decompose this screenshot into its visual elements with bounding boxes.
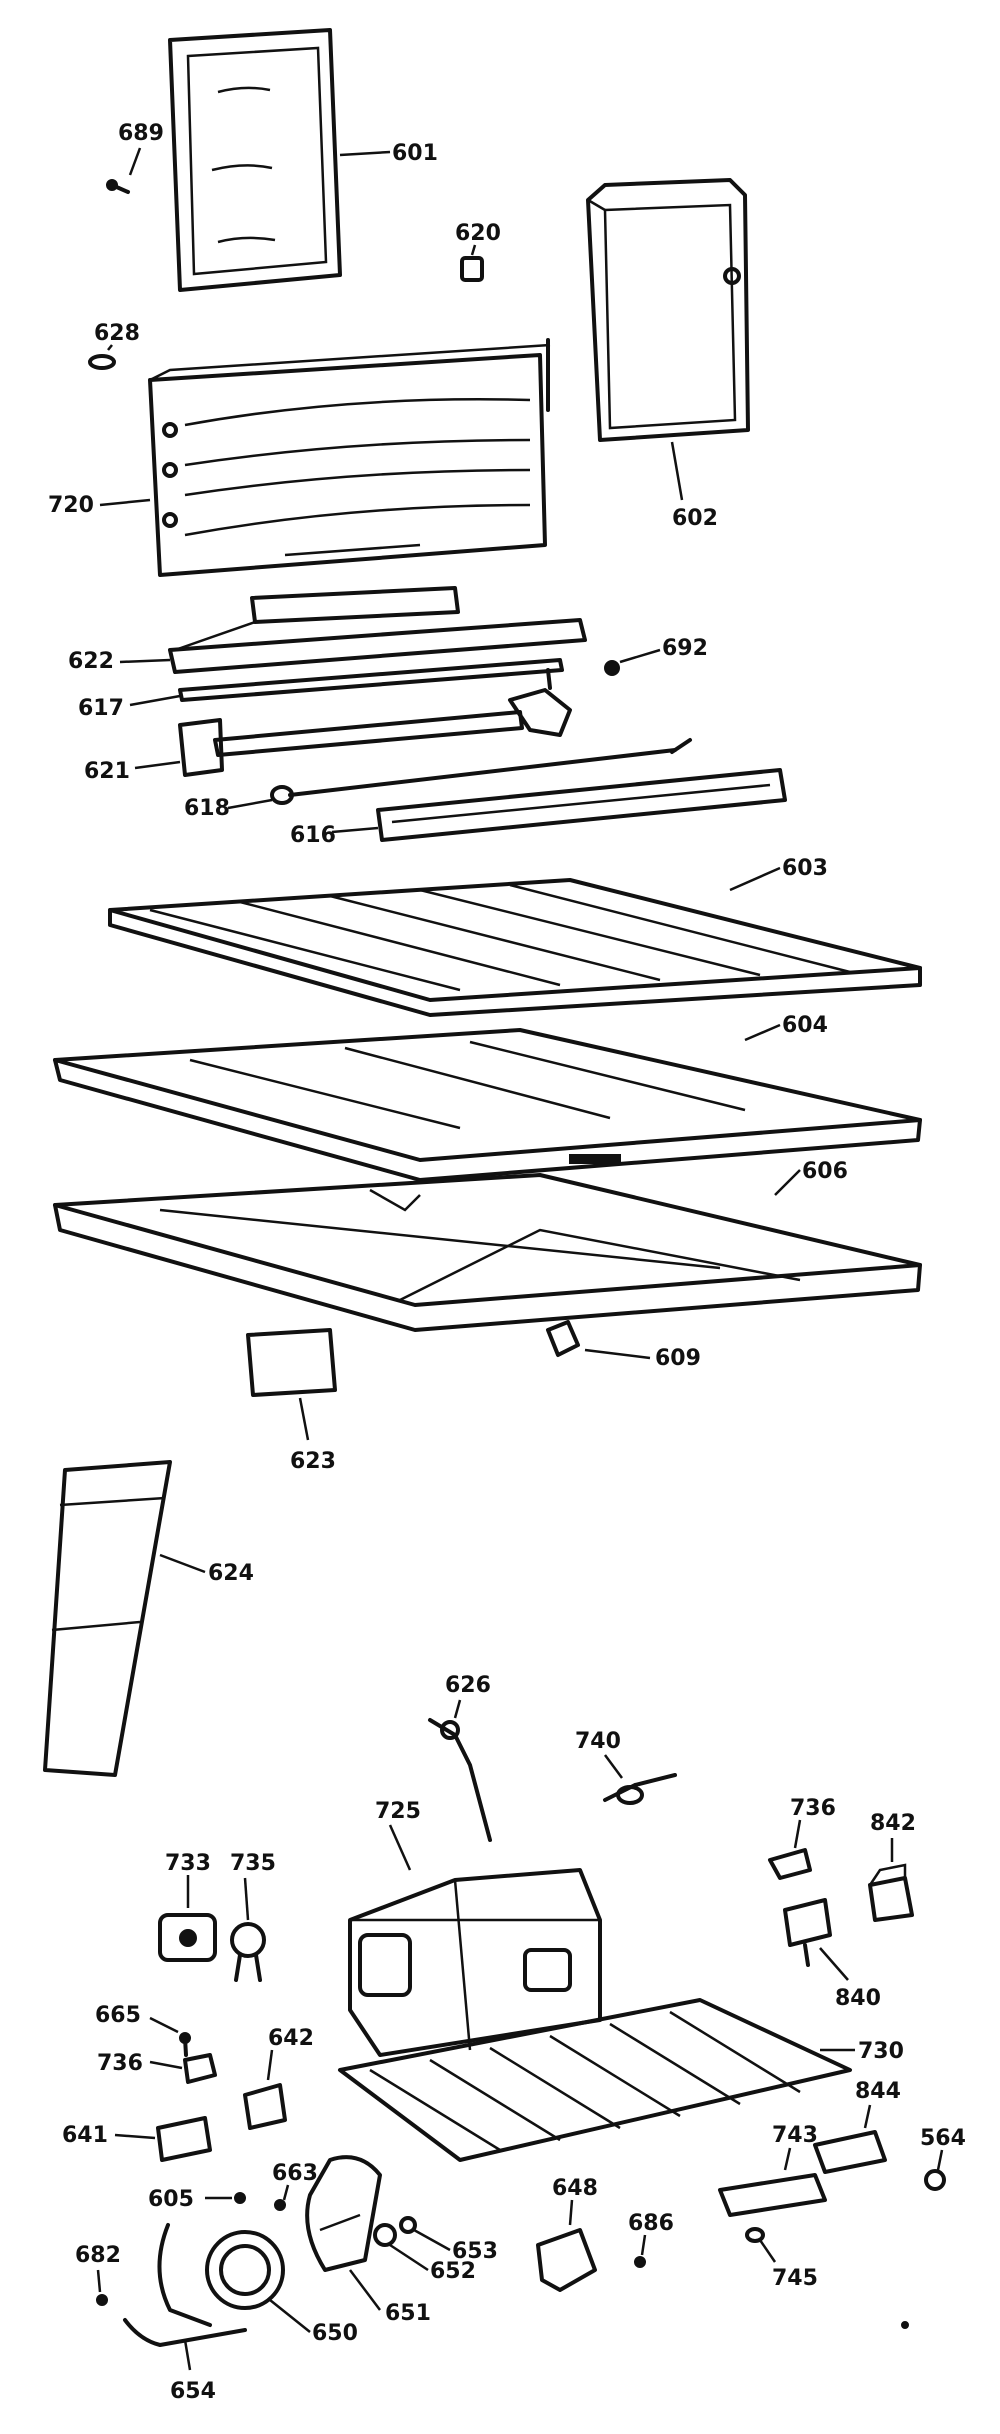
part-622-plate <box>119 586 587 674</box>
label-624: 624 <box>208 1561 254 1586</box>
label-743: 743 <box>772 2123 818 2148</box>
label-616: 616 <box>290 823 336 848</box>
part-602-box <box>586 178 750 501</box>
label-663: 663 <box>272 2161 318 2186</box>
label-653: 653 <box>452 2239 498 2264</box>
label-745: 745 <box>772 2266 818 2291</box>
label-736-left: 736 <box>97 2051 143 2076</box>
part-653-nut <box>399 2216 451 2252</box>
label-601: 601 <box>392 141 438 166</box>
label-842: 842 <box>870 1811 916 1836</box>
part-730-condenser <box>338 1998 855 2162</box>
label-654: 654 <box>170 2379 216 2404</box>
part-652-ring <box>373 2223 429 2272</box>
label-602: 602 <box>672 506 718 531</box>
label-740: 740 <box>575 1729 621 1754</box>
label-735: 735 <box>230 1851 276 1876</box>
label-733: 733 <box>165 1851 211 1876</box>
part-736-bracket-left <box>149 2053 217 2084</box>
label-689: 689 <box>118 121 164 146</box>
label-617: 617 <box>78 696 124 721</box>
label-620: 620 <box>455 221 501 246</box>
label-665: 665 <box>95 2003 141 2028</box>
part-740-harness <box>603 1754 677 1805</box>
part-650-fan-motor <box>205 2230 311 2333</box>
label-682: 682 <box>75 2243 121 2268</box>
part-626-thermostat <box>428 1699 492 1842</box>
label-606: 606 <box>802 1159 848 1184</box>
label-641: 641 <box>62 2123 108 2148</box>
label-648: 648 <box>552 2176 598 2201</box>
label-564: 564 <box>920 2126 966 2151</box>
label-725: 725 <box>375 1799 421 1824</box>
part-663-clip <box>274 2184 290 2211</box>
part-844-bracket <box>813 2104 887 2174</box>
part-564-fastener <box>924 2149 946 2191</box>
part-725-compressor <box>348 1824 602 2057</box>
part-609-fitting <box>546 1320 651 1360</box>
part-651-fan-blade <box>305 2155 382 2311</box>
part-624-panel <box>43 1460 206 1777</box>
label-622: 622 <box>68 649 114 674</box>
label-626: 626 <box>445 1673 491 1698</box>
label-652: 652 <box>430 2259 476 2284</box>
label-628: 628 <box>94 321 140 346</box>
label-621: 621 <box>84 759 130 784</box>
part-745-washer <box>745 2227 777 2263</box>
part-686-screw <box>634 2234 647 2268</box>
label-651: 651 <box>385 2301 431 2326</box>
part-840-clip <box>783 1898 849 1981</box>
part-743-plate <box>718 2147 827 2217</box>
label-736-right: 736 <box>790 1796 836 1821</box>
part-620-clip <box>460 244 484 282</box>
part-604-shelf <box>53 1023 922 1182</box>
part-616-rail <box>331 768 787 842</box>
label-650: 650 <box>312 2321 358 2346</box>
label-686: 686 <box>628 2211 674 2236</box>
part-682-screw <box>96 2269 108 2306</box>
label-603: 603 <box>782 856 828 881</box>
label-605: 605 <box>148 2187 194 2212</box>
label-642: 642 <box>268 2026 314 2051</box>
part-605-screw <box>205 2192 246 2204</box>
part-623-card <box>246 1328 337 1441</box>
part-606-tray <box>53 1169 922 1332</box>
label-844: 844 <box>855 2079 901 2104</box>
part-621-damper <box>134 668 572 777</box>
label-720: 720 <box>48 493 94 518</box>
part-628-washer <box>88 344 116 370</box>
part-720-evaporator <box>99 338 551 577</box>
speck-mark <box>901 2321 909 2329</box>
part-733-relay <box>158 1875 217 1962</box>
part-689-screw <box>106 147 142 194</box>
label-604: 604 <box>782 1013 828 1038</box>
part-665-screw <box>149 2016 191 2057</box>
part-618-rod <box>227 738 692 810</box>
label-609: 609 <box>655 1346 701 1371</box>
part-642-cover <box>243 2049 287 2130</box>
part-735-overload <box>230 1877 266 1982</box>
label-840: 840 <box>835 1986 881 2011</box>
label-730: 730 <box>858 2039 904 2064</box>
label-623: 623 <box>290 1449 336 1474</box>
part-617-strip <box>129 658 564 707</box>
part-648-cover <box>536 2199 597 2292</box>
part-692-screw <box>604 648 661 676</box>
part-601-cover-panel <box>168 28 391 292</box>
label-692: 692 <box>662 636 708 661</box>
part-654-bracket <box>123 2223 247 2371</box>
part-736-bracket-right <box>768 1819 812 1880</box>
label-618: 618 <box>184 796 230 821</box>
part-603-shelf <box>108 866 922 1017</box>
part-842-capacitor <box>868 1838 914 1922</box>
part-641-switch <box>114 2116 212 2162</box>
